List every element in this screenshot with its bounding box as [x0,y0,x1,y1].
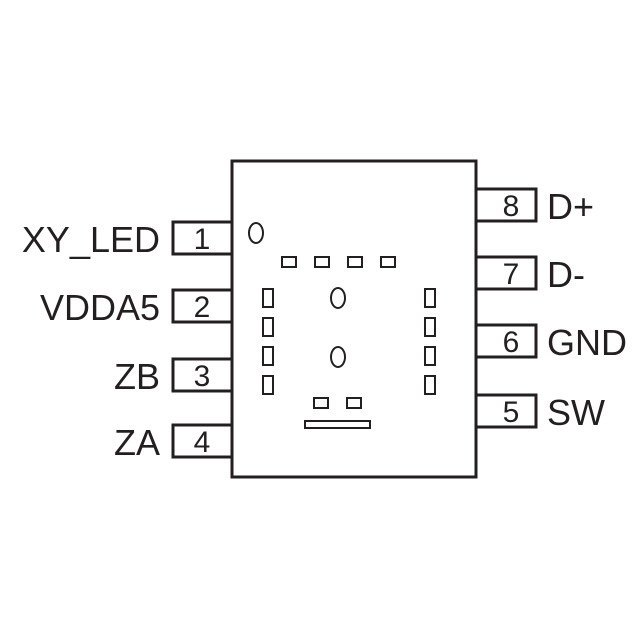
right-pin-6: 6 GND [474,322,627,363]
pin-box [171,288,234,324]
pin-label: D+ [547,186,594,227]
via-upper-icon [330,287,346,309]
pin-label: ZB [114,356,160,397]
right-pin-7: 7 D- [474,254,585,295]
pin-number: 8 [503,190,520,223]
pad-bottom-2 [346,397,362,409]
pad-right-2 [424,317,436,337]
pin-number: 5 [503,396,520,429]
pin-label: GND [547,322,627,363]
pin-number: 2 [194,291,211,324]
pin-label: D- [547,254,585,295]
bar-bottom [304,420,371,429]
pin-box [474,255,538,291]
pin-label: ZA [114,422,160,463]
pin-box [171,220,234,256]
pin-number: 3 [194,360,211,393]
via-lower-icon [330,346,346,368]
pin-box [474,393,538,429]
left-pin-2: 2 VDDA5 [40,287,234,328]
pad-left-2 [262,317,274,337]
pad-left-4 [262,375,274,395]
pad-right-4 [424,375,436,395]
left-pin-4: 4 ZA [114,422,234,463]
left-pin-1: 1 XY_LED [22,219,234,260]
pin-label: XY_LED [22,219,160,260]
pad-top-3 [347,256,363,268]
left-pin-3: 3 ZB [114,356,234,397]
pad-left-1 [262,288,274,308]
pad-top-4 [380,256,396,268]
die-features [262,256,436,429]
right-pin-8: 8 D+ [474,186,594,227]
pad-top-1 [281,256,297,268]
pin-number: 1 [194,223,211,256]
pad-right-1 [424,288,436,308]
pad-bottom-1 [313,397,329,409]
pin-box [171,423,234,459]
pin-box [474,187,538,223]
pin-number: 6 [503,326,520,359]
pad-left-3 [262,346,274,366]
pin-label: SW [547,392,605,433]
pin1-marker-icon [248,222,264,244]
pin-label: VDDA5 [40,287,160,328]
right-pin-5: 5 SW [474,392,605,433]
pin-box [171,357,234,393]
pin-number: 7 [503,258,520,291]
pad-top-2 [314,256,330,268]
pad-right-3 [424,346,436,366]
pin-number: 4 [194,426,211,459]
pin-box [474,323,538,359]
